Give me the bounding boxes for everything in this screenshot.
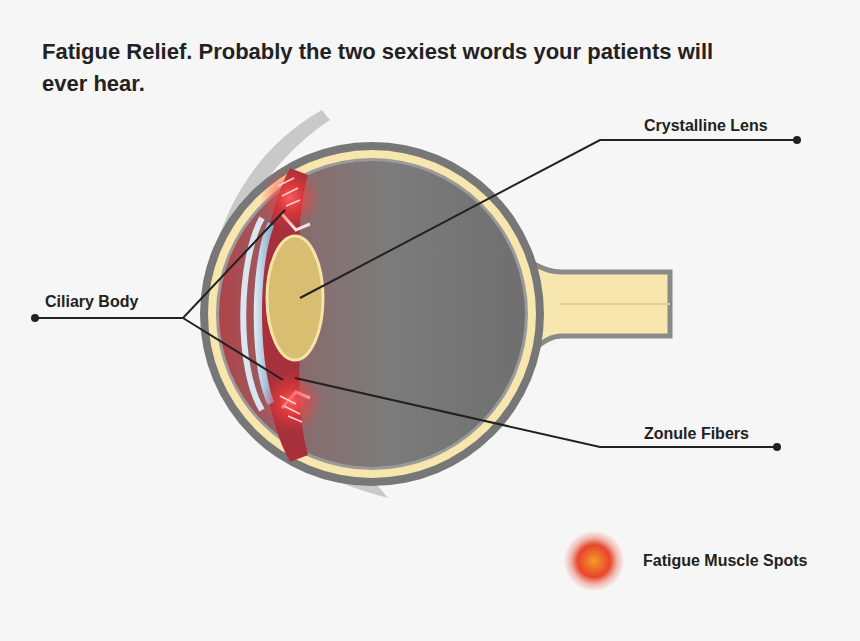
vitreous xyxy=(219,161,525,467)
fatigue-spot xyxy=(260,168,320,228)
part-label: Zonule Fibers xyxy=(644,424,749,444)
title: Fatigue Relief. Probably the two sexiest… xyxy=(42,36,732,100)
legend-swatch xyxy=(564,531,624,591)
part-label: Crystalline Lens xyxy=(644,116,768,136)
leader-lines xyxy=(35,140,797,447)
sclera xyxy=(200,142,544,486)
crystalline-lens xyxy=(267,236,323,360)
optic-nerve xyxy=(530,262,670,352)
legend-text: Fatigue Muscle Spots xyxy=(643,551,807,571)
part-label: Ciliary Body xyxy=(45,292,138,312)
